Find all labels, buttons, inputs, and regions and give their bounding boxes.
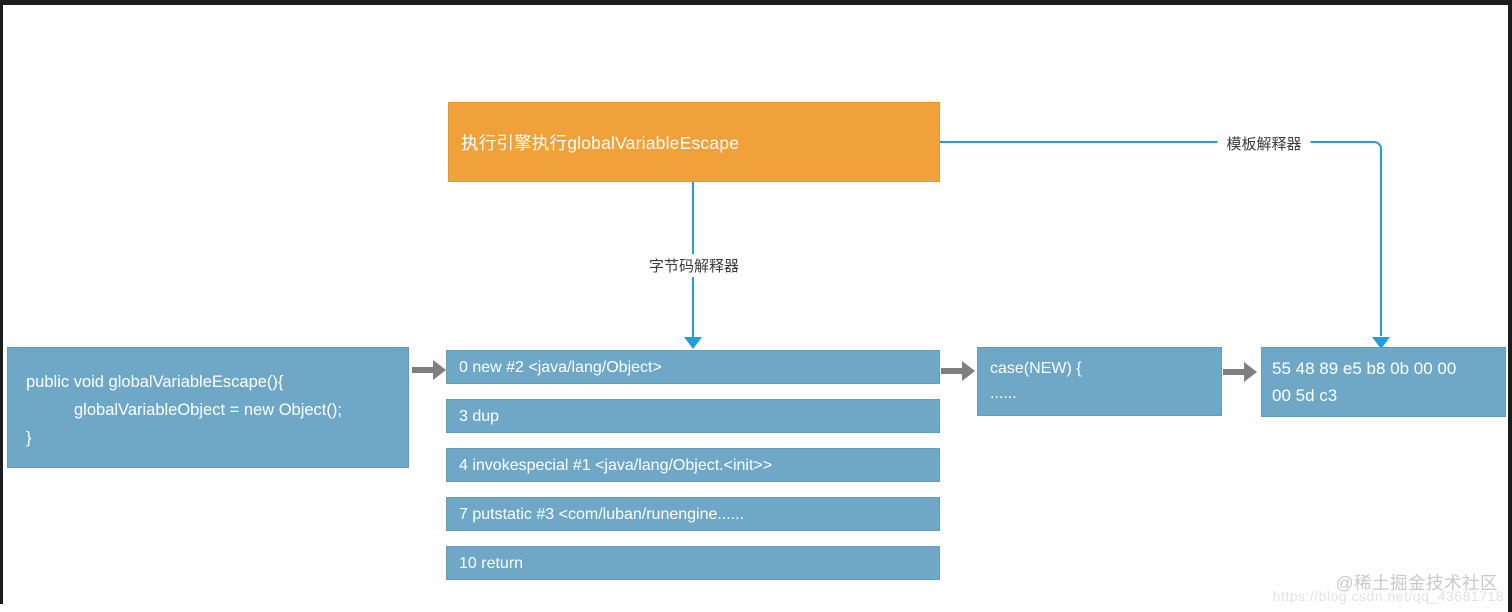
arrow-bytecode-to-case-icon [941, 361, 975, 381]
bytecode-interpreter-label: 字节码解释器 [639, 254, 749, 277]
machine-code-box: 55 48 89 e5 b8 0b 00 00 00 5d c3 [1261, 347, 1506, 417]
case-line-2: ...... [990, 385, 1017, 402]
csdn-url-watermark: https://blog.csdn.net/qq_43681718 [1272, 588, 1504, 604]
case-line-1: case(NEW) { [990, 360, 1082, 377]
source-line-2: globalVariableObject = new Object(); [74, 401, 342, 419]
bytecode-row-new: 0 new #2 <java/lang/Object> [446, 350, 940, 384]
bytecode-row-invokespecial: 4 invokespecial #1 <java/lang/Object.<in… [446, 448, 940, 482]
java-source-box: public void globalVariableEscape(){ glob… [7, 347, 409, 468]
arrow-source-to-bytecode-icon [412, 360, 446, 380]
execution-engine-label: 执行引擎执行globalVariableEscape [461, 132, 740, 153]
template-interpreter-label: 模板解释器 [1217, 132, 1311, 155]
frame-edge-top [0, 0, 1512, 5]
bytecode-row-putstatic: 7 putstatic #3 <com/luban/runengine.....… [446, 497, 940, 531]
bytecode-row-dup: 3 dup [446, 399, 940, 433]
template-interpreter-connector-line [940, 141, 1382, 336]
source-line-1: public void globalVariableEscape(){ [26, 373, 284, 391]
bytecode-row-return: 10 return [446, 546, 940, 580]
template-interpreter-arrowhead-icon [1372, 337, 1390, 349]
frame-edge-right [1508, 0, 1512, 612]
interpreter-case-box: case(NEW) { ...... [977, 347, 1222, 416]
machine-code-line-1: 55 48 89 e5 b8 0b 00 00 [1272, 359, 1457, 378]
arrow-case-to-machinecode-icon [1223, 362, 1257, 382]
machine-code-line-2: 00 5d c3 [1272, 386, 1338, 405]
bytecode-interpreter-arrowhead-icon [684, 337, 702, 349]
execution-engine-box: 执行引擎执行globalVariableEscape [448, 102, 940, 182]
juejin-watermark: @稀土掘金技术社区 [1335, 573, 1498, 593]
frame-edge-left [0, 0, 3, 604]
source-line-3: } [26, 429, 32, 447]
